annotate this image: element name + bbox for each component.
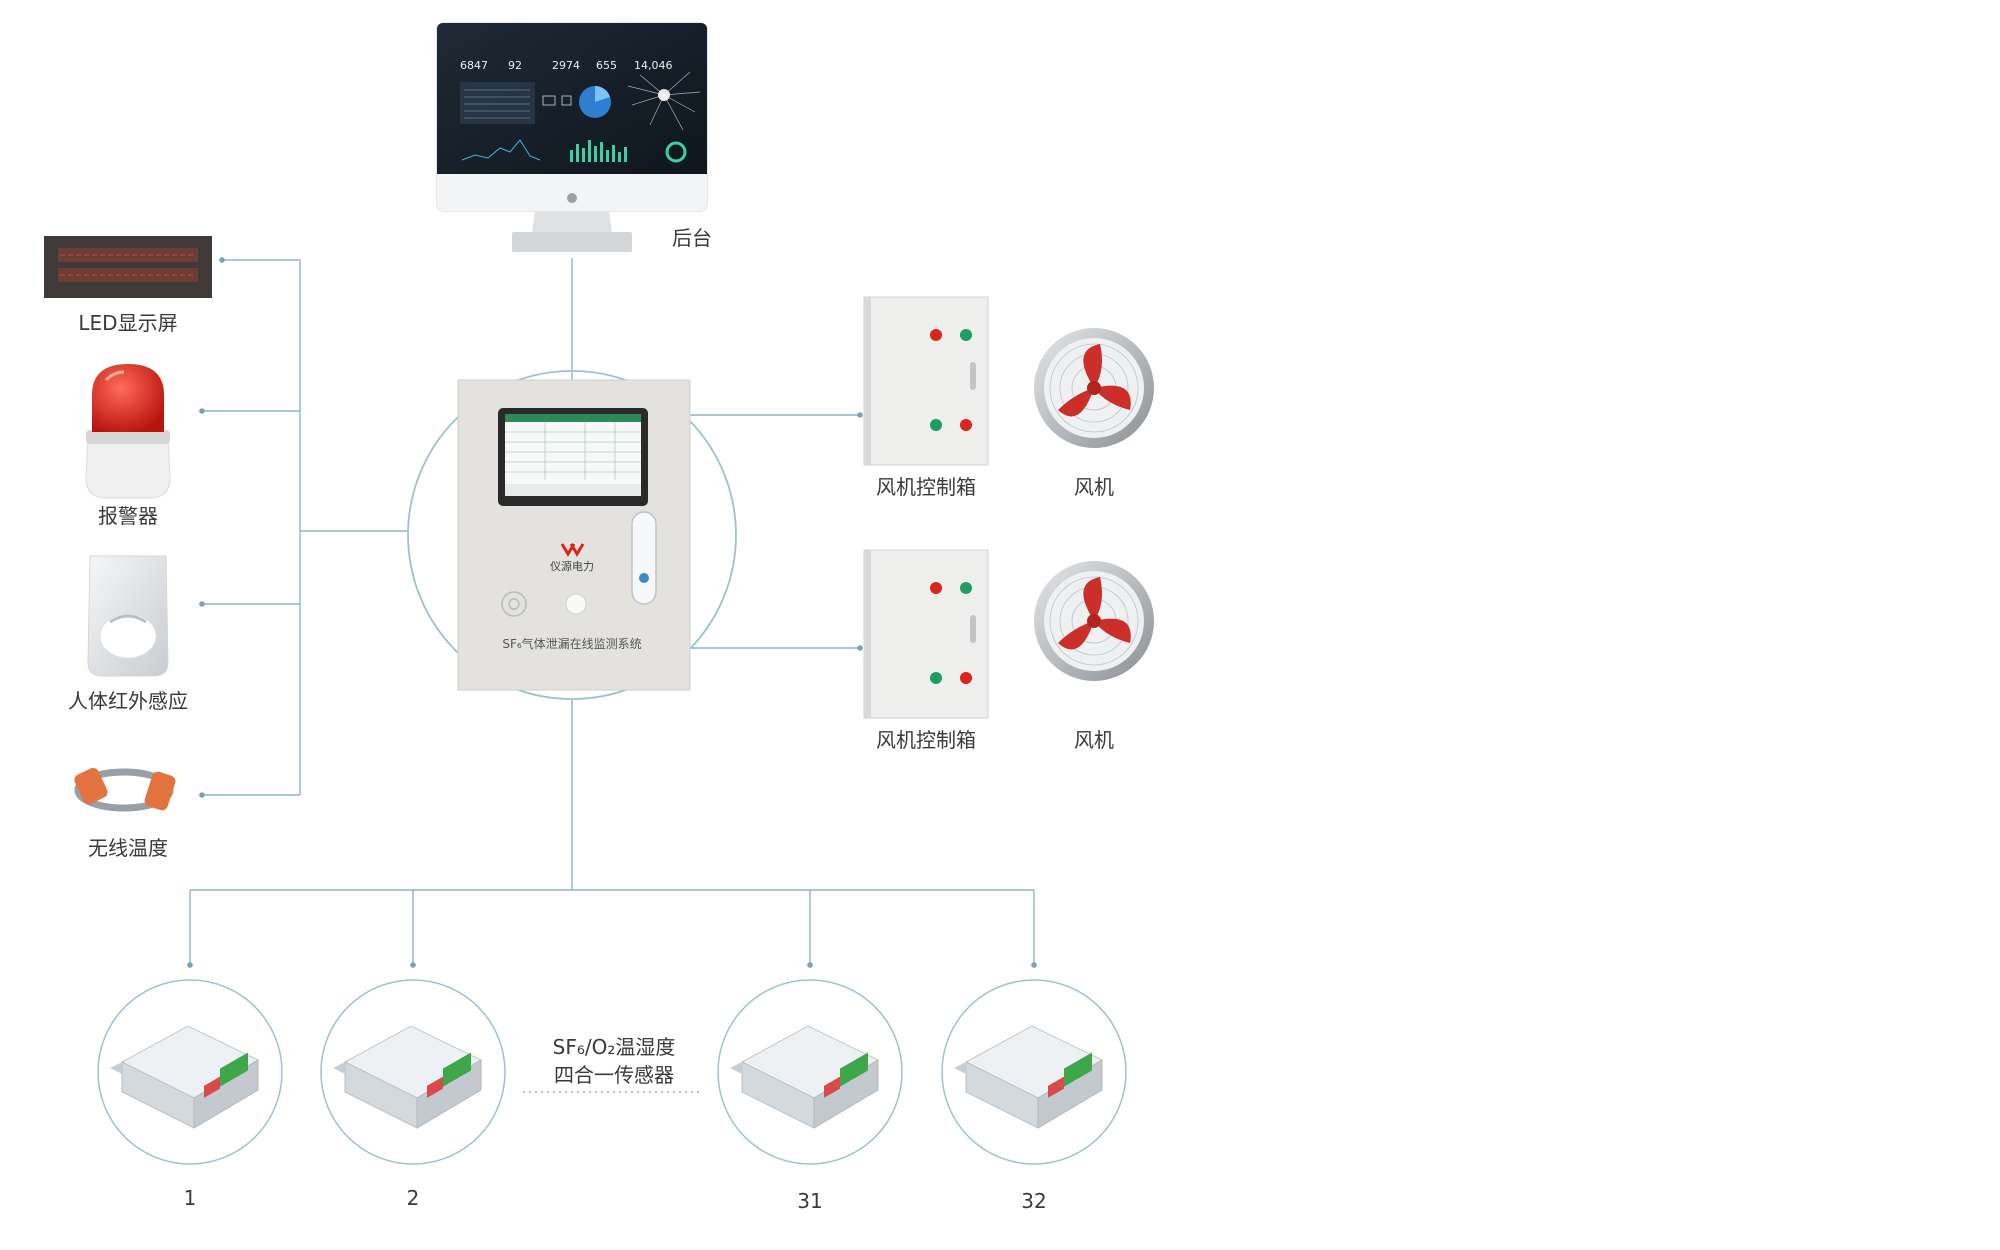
main-monitoring-unit: 仪源电力 SF₆气体泄漏在线监测系统 [407,370,737,700]
connector-lines [189,258,1035,1093]
dashboard-stats: 6847 92 2974 655 14,046 [460,59,673,72]
brand-name: 仪源电力 [550,559,594,573]
sensor-node: 31 [717,979,903,1213]
sensor-number: 2 [407,1186,420,1210]
sensor-node: 2 [320,979,506,1210]
wireless-temp-sensor: 无线温度 [74,767,176,860]
fan-control-box: 风机控制箱 [863,549,989,752]
stat-value: 14,046 [634,59,673,72]
sensor-node: 32 [941,979,1127,1213]
sensor-caption-line2: 四合一传感器 [554,1063,674,1087]
alarm-light: 报警器 [85,364,171,528]
sensor-caption: SF₆/O₂温湿度 四合一传感器 [553,1035,676,1087]
connector-dots [187,257,1037,968]
fan-label: 风机 [1074,728,1114,752]
stat-value: 655 [596,59,617,72]
sensor-caption-line1: SF₆/O₂温湿度 [553,1035,676,1059]
fan-control-box: 风机控制箱 [863,296,989,499]
dashboard-panels [460,71,701,163]
led-label: LED显示屏 [78,311,177,335]
backend-label: 后台 [672,226,712,250]
sensor-node: 1 [97,979,283,1210]
sensor-number: 1 [184,1186,197,1210]
fan: 风机 [1034,561,1154,752]
stat-value: 92 [508,59,522,72]
alarm-label: 报警器 [98,504,158,528]
fan-control-box-label: 风机控制箱 [876,728,976,752]
temp-label: 无线温度 [88,836,168,860]
backend-monitor: 6847 92 2974 655 14,046 [436,22,712,252]
led-display: LED显示屏 [44,236,212,335]
stat-value: 6847 [460,59,488,72]
brand-logo: 仪源电力 [550,543,594,573]
fan: 风机 [1034,328,1154,499]
pir-label: 人体红外感应 [68,689,188,713]
fan-control-box-label: 风机控制箱 [876,475,976,499]
sensor-number: 32 [1021,1189,1046,1213]
system-name: SF₆气体泄漏在线监测系统 [502,636,641,651]
pir-sensor: 人体红外感应 [68,555,188,713]
fan-label: 风机 [1074,475,1114,499]
stat-value: 2974 [552,59,580,72]
sensor-number: 31 [797,1189,822,1213]
